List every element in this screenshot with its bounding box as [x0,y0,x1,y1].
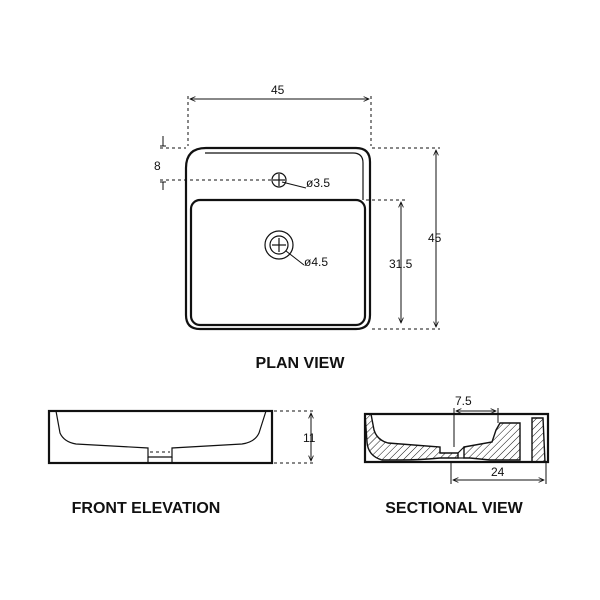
front-bowl-profile [55,410,267,458]
height-label: 11 [303,431,316,445]
drain-hole-leader [285,250,305,266]
section-offset-label: 7.5 [455,394,472,408]
front-outline [47,409,274,465]
drain-hole-label: ø4.5 [304,255,328,269]
section-hatch-right [463,422,521,461]
sectional-view-title: SECTIONAL VIEW [385,500,523,517]
tap-hole-icon [271,172,287,188]
tap-offset-label: 8 [154,159,161,173]
plan-bowl-outline [189,198,367,327]
bowl-depth-label: 31.5 [389,257,413,271]
plan-view-title: PLAN VIEW [256,355,346,372]
section-hatch-left [364,413,459,461]
section-width-label: 24 [491,465,505,479]
plan-tap-deck [205,152,364,200]
sectional-view: 7.5 24 [363,394,550,484]
section-hatch-wall [531,417,546,463]
plan-width-label: 45 [271,83,285,97]
plan-outer-outline [184,146,372,331]
front-elevation-title: FRONT ELEVATION [72,500,221,517]
tap-hole-leader [281,181,307,189]
section-outer-outline [363,412,550,464]
front-elevation: 11 [47,409,316,465]
drain-hole-icon [264,230,294,260]
plan-depth-label: 45 [428,231,442,245]
tap-hole-label: ø3.5 [306,176,330,190]
plan-view: ø3.5 ø4.5 45 45 31.5 8 [154,83,442,331]
